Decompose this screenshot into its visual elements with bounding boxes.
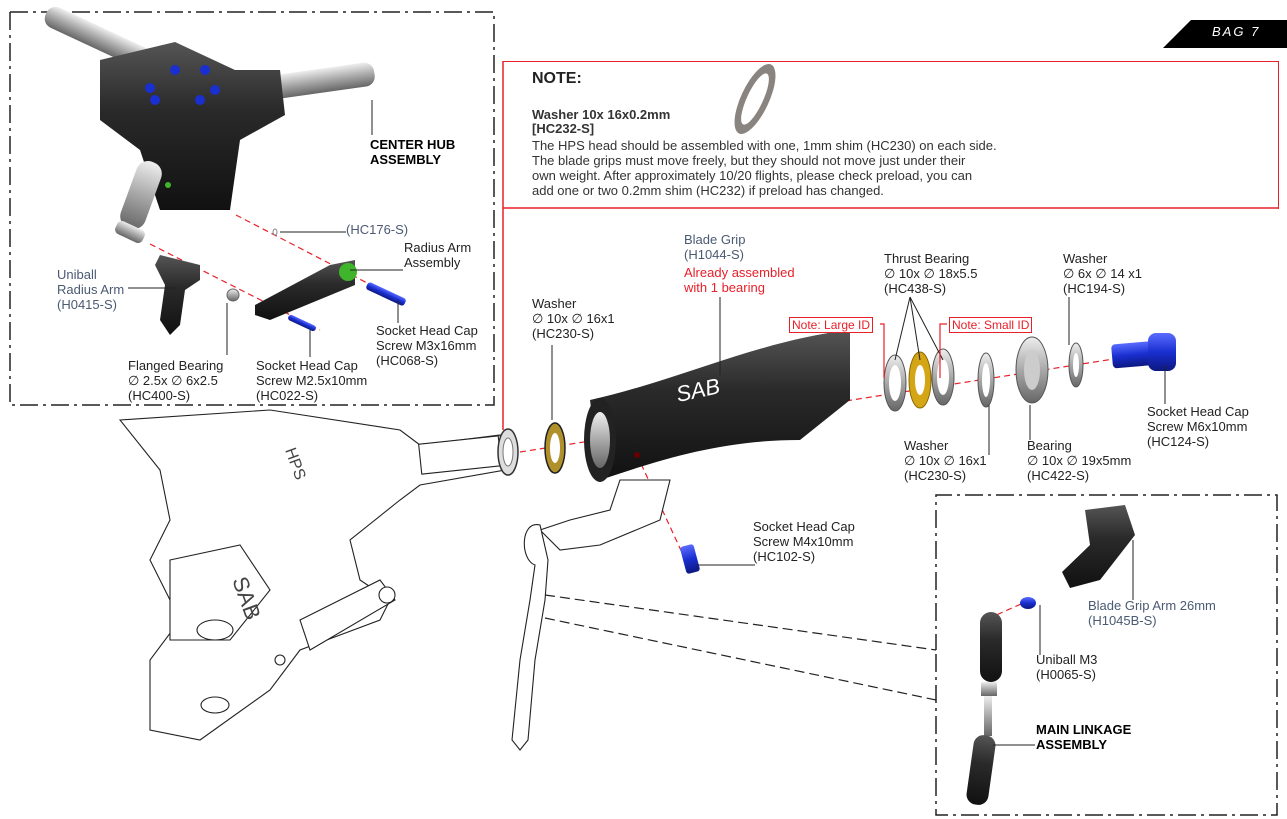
label-flanged-bearing: Flanged Bearing∅ 2.5x ∅ 6x2.5(HC400-S) <box>128 358 223 403</box>
label-line: with 1 bearing <box>684 280 765 295</box>
label-line: Washer <box>532 296 577 311</box>
label-line: ∅ 10x ∅ 16x1 <box>904 453 987 468</box>
label-line: (HC438-S) <box>884 281 947 296</box>
label-line: Radius Arm <box>57 282 125 297</box>
note-box <box>503 61 1279 209</box>
label-line: Bearing <box>1027 438 1072 453</box>
label-line: ∅ 2.5x ∅ 6x2.5 <box>128 373 218 388</box>
label-line: Screw M6x10mm <box>1147 419 1248 434</box>
label-washer-left: Washer∅ 10x ∅ 16x1(HC230-S) <box>532 296 615 341</box>
label-washer-mid: Washer∅ 10x ∅ 16x1(HC230-S) <box>904 438 987 483</box>
label-washer-right: Washer∅ 6x ∅ 14 x1(HC194-S) <box>1063 251 1142 296</box>
leader-lines <box>128 100 1166 746</box>
note-line: The HPS head should be assembled with on… <box>532 138 997 153</box>
label-line: Already assembled <box>684 265 795 280</box>
label-line: Blade Grip Arm 26mm <box>1088 598 1216 613</box>
note-part: Washer 10x 16x0.2mm [HC232-S] <box>532 108 670 136</box>
label-line: Screw M2.5x10mm <box>256 373 368 388</box>
note-line: The blade grips must move freely, but th… <box>532 153 966 168</box>
label-line: (HC230-S) <box>904 468 967 483</box>
m4-screw-art <box>680 544 700 574</box>
blade-grip-art: SAB <box>584 330 850 482</box>
label-line: (HC400-S) <box>128 388 191 403</box>
label-line: ∅ 10x ∅ 16x1 <box>532 311 615 326</box>
note-title: NOTE: <box>532 70 582 87</box>
label-line: Washer <box>904 438 949 453</box>
label-line: (H0415-S) <box>57 297 117 312</box>
label-line: Flanged Bearing <box>128 358 224 373</box>
label-line: ∅ 10x ∅ 19x5mm <box>1027 453 1132 468</box>
label-line: Thrust Bearing <box>884 251 970 266</box>
center-hub-title-line: CENTER HUB <box>370 137 456 152</box>
label-line: (HC422-S) <box>1027 468 1090 483</box>
note-line: own weight. After approximately 10/20 fl… <box>532 168 973 183</box>
label-thrust-bearing: Thrust Bearing∅ 10x ∅ 18x5.5(HC438-S) <box>884 251 977 296</box>
linkage-connector-lines <box>544 594 937 701</box>
center-hub-artwork <box>44 6 406 335</box>
label-line: Assembly <box>404 255 461 270</box>
label-line: Screw M3x16mm <box>376 338 477 353</box>
label-line: (HC102-S) <box>753 549 816 564</box>
label-line: (H1045B-S) <box>1088 613 1157 628</box>
label-line: MAIN LINKAGE <box>1036 722 1132 737</box>
label-hc176: (HC176-S) <box>346 222 409 237</box>
note-body: The HPS head should be assembled with on… <box>532 138 1072 198</box>
label-line: (HC124-S) <box>1147 434 1210 449</box>
bag-badge <box>1163 20 1287 48</box>
label-uniball-m3: Uniball M3(H0065-S) <box>1036 652 1097 682</box>
note-large-id: Note: Large ID <box>789 317 874 333</box>
label-line: ∅ 6x ∅ 14 x1 <box>1063 266 1143 281</box>
label-line: Screw M4x10mm <box>753 534 854 549</box>
label-line: Uniball <box>57 267 97 282</box>
m6-screw-art <box>1111 333 1176 371</box>
bag-number: BAG 7 <box>1212 24 1261 39</box>
label-line: (HC194-S) <box>1063 281 1126 296</box>
label-line: Socket Head Cap <box>753 519 855 534</box>
label-line: (H1044-S) <box>684 247 744 262</box>
note-line: add one or two 0.2mm shim (HC232) if pre… <box>532 183 884 198</box>
label-line: (HC022-S) <box>256 388 319 403</box>
label-blade-grip-arm: Blade Grip Arm 26mm(H1045B-S) <box>1088 598 1216 628</box>
label-line: Socket Head Cap <box>1147 404 1249 419</box>
note-small-id: Note: Small ID <box>949 317 1033 333</box>
label-bearing: Bearing∅ 10x ∅ 19x5mm(HC422-S) <box>1027 438 1131 483</box>
linkage-art <box>966 505 1135 805</box>
label-line: Blade Grip <box>684 232 746 247</box>
thrust-bearing-art <box>883 336 1084 412</box>
linkage-dashed-box <box>935 494 1278 816</box>
label-line: ASSEMBLY <box>1036 737 1108 752</box>
label-line: Uniball M3 <box>1036 652 1098 667</box>
note-part-code: [HC232-S] <box>532 121 595 136</box>
note-part-name: Washer 10x 16x0.2mm <box>532 107 671 122</box>
label-line: (HC068-S) <box>376 353 439 368</box>
label-line: Socket Head Cap <box>376 323 478 338</box>
label-line: Washer <box>1063 251 1108 266</box>
grip-arm-line-art <box>511 479 671 751</box>
label-blade-grip: Blade Grip(H1044-S) <box>684 232 745 262</box>
center-hub-title-line: ASSEMBLY <box>370 152 442 167</box>
main-head-line-art: SAB HPS <box>118 409 506 741</box>
center-hub-dashed-box <box>9 11 495 406</box>
label-line: Radius Arm <box>404 240 472 255</box>
label-line: (H0065-S) <box>1036 667 1096 682</box>
label-line: (HC230-S) <box>532 326 595 341</box>
label-line: ∅ 10x ∅ 18x5.5 <box>884 266 978 281</box>
label-line: Socket Head Cap <box>256 358 358 373</box>
red-note-leaders <box>880 323 947 378</box>
